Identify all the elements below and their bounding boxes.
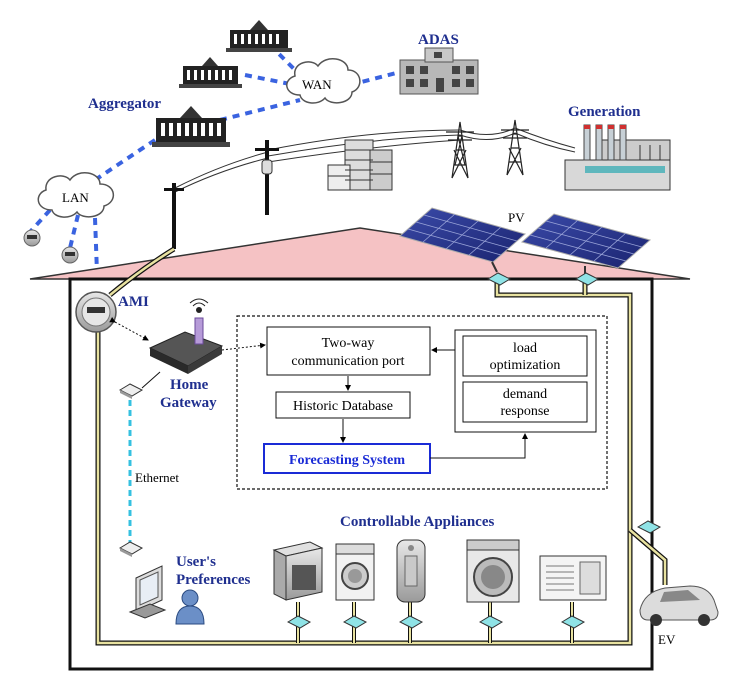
cloud-icon: WAN xyxy=(286,58,361,104)
controllable-appliances-label: Controllable Appliances xyxy=(340,514,494,530)
two-way-port-box xyxy=(266,326,431,376)
users-preferences-label-2: Preferences xyxy=(176,572,251,588)
demand-response-label-2: response xyxy=(501,404,550,419)
building-icon xyxy=(179,57,242,88)
forecasting-system-label: Forecasting System xyxy=(289,453,405,468)
power-bus xyxy=(95,246,668,646)
appliance-icon xyxy=(466,539,520,603)
historic-database-box xyxy=(275,391,411,419)
forecasting-system-box xyxy=(263,443,431,474)
appliance-icon xyxy=(335,543,375,601)
user-icon xyxy=(175,589,205,625)
ethernet-label: Ethernet xyxy=(135,470,179,485)
users-preferences-label-1: User's xyxy=(176,554,216,570)
meter-icon xyxy=(61,246,79,264)
meter-icon xyxy=(23,229,41,247)
solar-panel-icon xyxy=(398,207,527,273)
ev-label: EV xyxy=(658,632,676,647)
demand-response-box xyxy=(462,381,588,423)
transmission-tower-icon xyxy=(446,121,474,179)
wan-label: WAN xyxy=(302,77,332,92)
demand-response-label-1: demand xyxy=(503,387,547,402)
appliance-icon xyxy=(272,541,324,601)
transmission-tower-icon xyxy=(501,119,529,176)
two-way-label-2: communication port xyxy=(291,354,404,369)
building-icon xyxy=(226,20,292,52)
aggregator-label: Aggregator xyxy=(88,96,161,112)
building-icon xyxy=(399,47,479,95)
solar-panel-icon xyxy=(520,213,652,276)
load-optimization-box xyxy=(462,335,588,377)
pv-label: PV xyxy=(508,210,525,225)
home-gateway-label-1: Home xyxy=(170,377,209,393)
two-way-label-1: Two-way xyxy=(322,336,375,351)
appliance-icon xyxy=(396,539,426,603)
plug-node-icon xyxy=(286,272,662,629)
load-optimization-label-1: load xyxy=(513,341,537,356)
meter-icon xyxy=(75,291,117,333)
gateway-port-link xyxy=(221,342,266,351)
switch-icon xyxy=(118,383,144,399)
historic-database-label: Historic Database xyxy=(293,399,393,414)
switch-icon xyxy=(118,541,144,557)
gateway-switch-link xyxy=(141,371,161,389)
generation-label: Generation xyxy=(568,104,641,120)
control-system-box xyxy=(236,315,608,490)
building-icon xyxy=(327,139,393,191)
home-gateway-label-2: Gateway xyxy=(160,395,217,411)
flow-arrows xyxy=(340,347,528,459)
building-icon xyxy=(152,106,230,147)
utility-pole-icon xyxy=(255,140,279,215)
monitor-icon xyxy=(128,565,167,619)
appliance-icon xyxy=(539,555,607,601)
cloud-icon: LAN xyxy=(37,172,114,218)
ami-label: AMI xyxy=(118,294,149,310)
adas-label: ADAS xyxy=(418,32,459,48)
load-optimization-label-2: optimization xyxy=(490,358,561,373)
factory-icon xyxy=(564,124,671,191)
router-icon xyxy=(148,298,224,374)
utility-pole-icon xyxy=(164,183,184,249)
lan-label: LAN xyxy=(62,190,89,205)
car-icon xyxy=(639,585,719,626)
